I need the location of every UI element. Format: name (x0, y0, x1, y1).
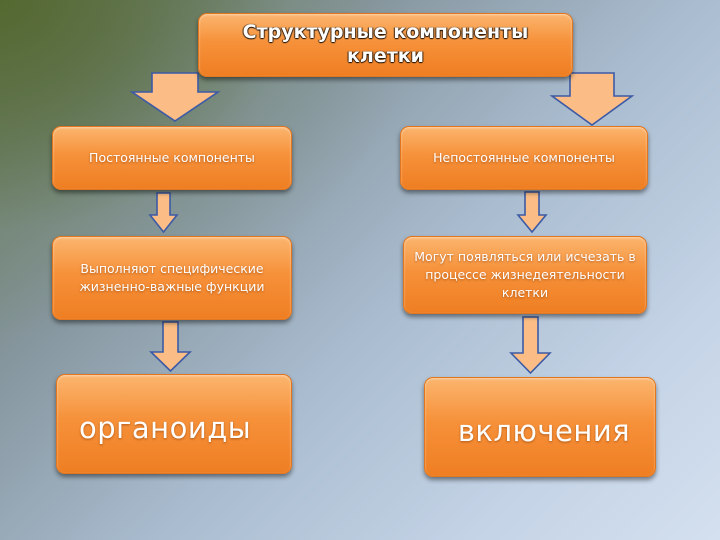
arrow-down-icon (149, 321, 192, 373)
inclusions-box: включения (424, 377, 656, 477)
permanent-description-text: Выполняют специфические жизненно-важные … (79, 260, 265, 294)
permanent-description-box: Выполняют специфические жизненно-важные … (52, 236, 292, 320)
arrow-down-icon (516, 191, 548, 234)
temporary-components-label: Непостоянные компоненты (433, 149, 615, 165)
temporary-description-text: Могут появляться или исчезать в процессе… (414, 248, 636, 301)
diagram-title-text: Структурные компоненты клетки (242, 21, 529, 67)
organoids-label: органоиды (79, 411, 252, 445)
arrow-down-icon (148, 192, 179, 234)
inclusions-label: включения (457, 414, 631, 448)
temporary-description-box: Могут появляться или исчезать в процессе… (403, 236, 647, 314)
arrow-down-icon (549, 72, 635, 126)
arrow-down-icon (509, 316, 552, 375)
diagram-title: Структурные компоненты клетки (198, 13, 573, 77)
temporary-components-box: Непостоянные компоненты (400, 126, 648, 190)
permanent-components-label: Постоянные компоненты (89, 149, 255, 165)
permanent-components-box: Постоянные компоненты (52, 126, 292, 190)
organoids-box: органоиды (56, 374, 292, 474)
arrow-down-icon (129, 72, 221, 122)
